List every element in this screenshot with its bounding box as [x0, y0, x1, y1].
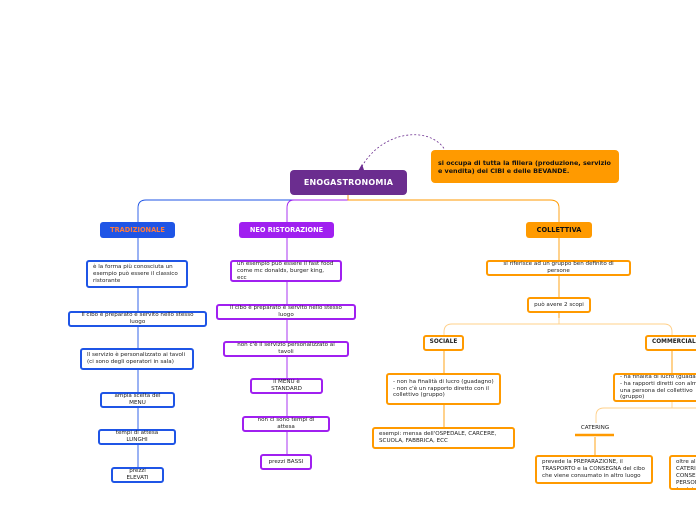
tradizionale-node[interactable]: TRADIZIONALE — [100, 222, 175, 238]
commerciale-other-desc[interactable]: oltre al CATERING c'è la CONSEGNA di PER… — [669, 455, 696, 490]
link-coll-split — [443, 318, 560, 336]
tradizionale-item[interactable]: prezzi ELEVATI — [111, 467, 164, 483]
link-root-tradizionale — [137, 195, 349, 222]
neo-item[interactable]: un esempio può essere il fast food come … — [230, 260, 342, 282]
link-root-collettiva — [347, 195, 560, 222]
sociale-node[interactable]: SOCIALE — [423, 335, 464, 351]
link-root-neo — [286, 195, 349, 222]
commerciale-node[interactable]: COMMERCIALE — [645, 335, 696, 351]
note-link-arrow — [358, 164, 364, 171]
neo-item[interactable]: non c'è il servizio personalizzato ai ta… — [223, 341, 349, 357]
tradizionale-item[interactable]: è la forma più conosciuta un esempio può… — [86, 260, 188, 288]
definition-note[interactable]: si occupa di tutta la filiera (produzion… — [431, 150, 619, 183]
tradizionale-item[interactable]: Il cibo è preparato e servito nello stes… — [68, 311, 207, 327]
link-coll-split-right — [559, 323, 673, 336]
tradizionale-item[interactable]: Il servizio è personalizzato ai tavoli (… — [80, 348, 194, 370]
commerciale-desc[interactable]: - ha finalità di lucro (guadagno) - ha r… — [613, 373, 696, 402]
catering-label[interactable]: CATERING — [580, 424, 610, 431]
collettiva-scopi[interactable]: può avere 2 scopi — [527, 297, 591, 313]
neo-item[interactable]: il MENU è STANDARD — [250, 378, 323, 394]
sociale-examples[interactable]: esempi: mensa dell'OSPEDALE, CARCERE, SC… — [372, 427, 515, 449]
neo-item[interactable]: il cibo è preparato è servito nello stes… — [216, 304, 356, 320]
tradizionale-item[interactable]: ampia scelta del MENU — [100, 392, 175, 408]
catering-desc[interactable]: prevede la PREPARAZIONE, il TRASPORTO e … — [535, 455, 653, 484]
neo-ristorazione-node[interactable]: NEO RISTORAZIONE — [239, 222, 334, 238]
collettiva-node[interactable]: COLLETTIVA — [526, 222, 592, 238]
neo-item[interactable]: prezzi BASSI — [260, 454, 312, 470]
root-node[interactable]: ENOGASTRONOMIA — [290, 170, 407, 195]
sociale-desc[interactable]: - non ha finalità di lucro (guadagno) - … — [386, 373, 501, 405]
collettiva-desc[interactable]: si riferisce ad un gruppo ben definito d… — [486, 260, 631, 276]
neo-item[interactable]: non ci sono tempi di attesa — [242, 416, 330, 432]
tradizionale-item[interactable]: tempi di attesa LUNGHI — [98, 429, 176, 445]
link-catering — [595, 402, 673, 423]
